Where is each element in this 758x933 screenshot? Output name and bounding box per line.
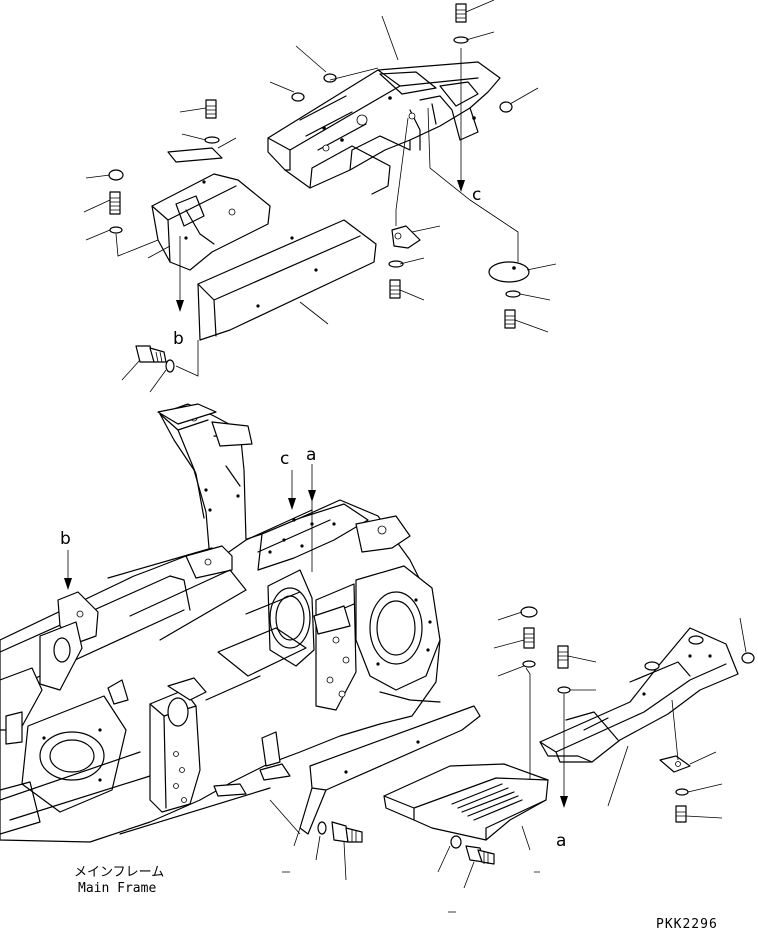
upper-bracket-assembly	[267, 61, 501, 195]
callout-a-step: a	[556, 831, 566, 851]
main-frame	[0, 403, 441, 843]
left-bracket-assembly	[83, 99, 271, 312]
right-step-bracket	[539, 617, 755, 823]
clamp-group	[388, 117, 441, 301]
step-fasteners	[269, 799, 540, 913]
b-fasteners	[121, 340, 199, 393]
drawing-code: PKK2296	[656, 917, 718, 932]
side-cover-panel	[197, 219, 377, 341]
caption-japanese: メインフレーム	[74, 865, 164, 880]
step-plate	[383, 763, 549, 841]
frame-reference-arrows	[64, 464, 316, 590]
upper-fasteners	[269, 0, 539, 262]
pad-plate-group	[488, 261, 557, 333]
step-cover-long	[299, 705, 481, 835]
callout-b-frame: b	[60, 529, 71, 549]
callout-c-frame: c	[280, 449, 289, 469]
callout-b-top: b	[173, 329, 184, 349]
a-fasteners	[493, 606, 597, 808]
caption-english: Main Frame	[78, 881, 156, 896]
callout-a-frame: a	[306, 445, 316, 465]
callout-c-top: c	[472, 185, 481, 205]
